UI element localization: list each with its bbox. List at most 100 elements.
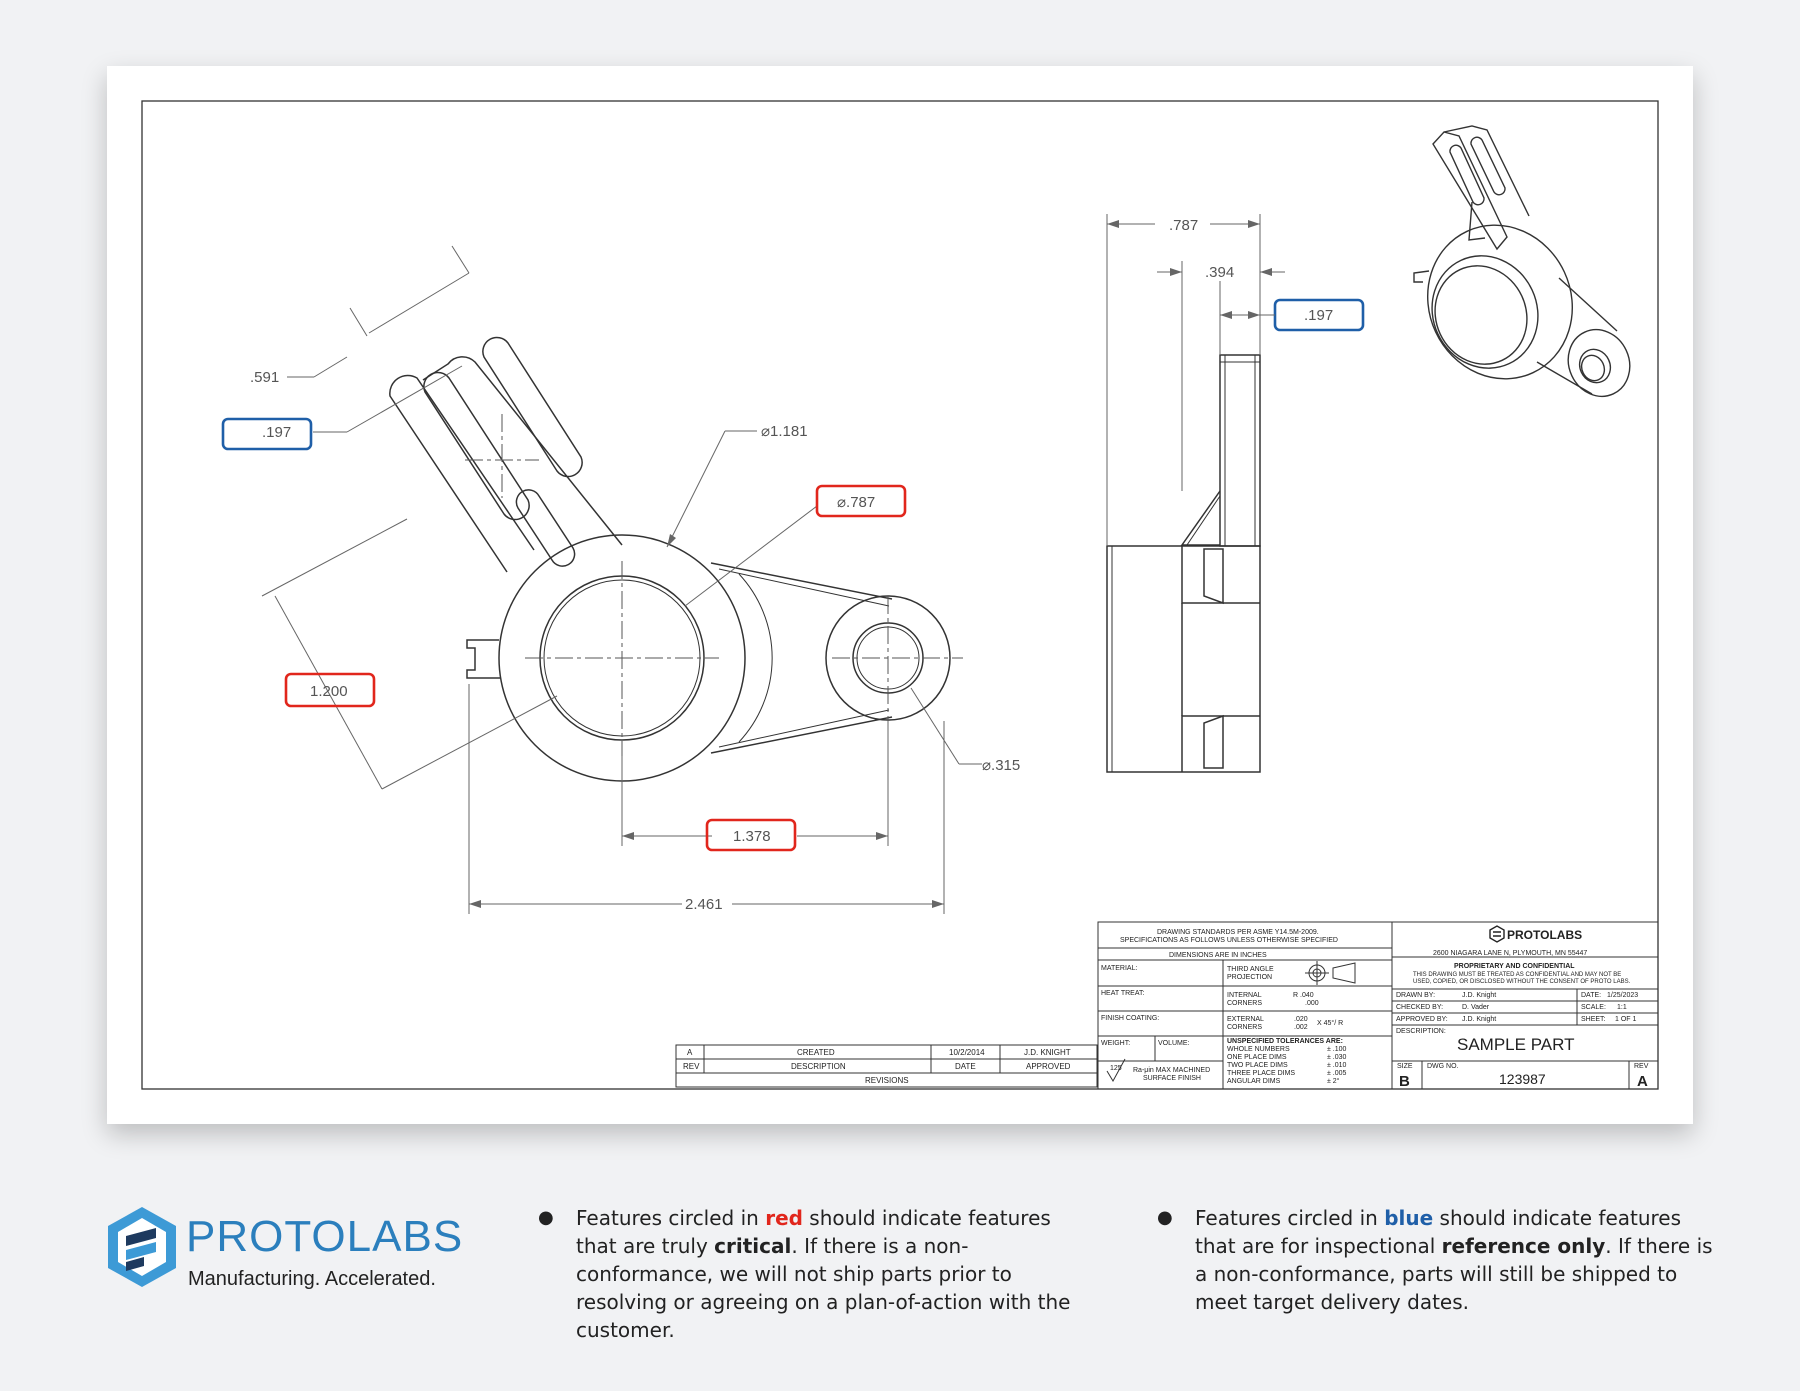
slot-2 [482, 336, 583, 478]
tb-rev-label: REV [1634, 1063, 1649, 1070]
critical-callout-787 [815, 484, 907, 518]
dim-394: .394 [1205, 264, 1234, 281]
tb-weight: WEIGHT: [1101, 1040, 1130, 1047]
tb-internal-val2: .000 [1305, 1000, 1319, 1007]
tb-external-val: .020 [1294, 1016, 1308, 1023]
third-angle-projection-icon [1305, 961, 1356, 985]
logo-name: PROTOLABS [186, 1212, 464, 1261]
tb-approved-by: APPROVED BY: [1396, 1016, 1448, 1023]
side-gusset [1180, 490, 1221, 546]
note-emphasis: critical [714, 1234, 792, 1258]
tb-approved-by-v: J.D. Knight [1462, 1016, 1496, 1023]
dim-787-top: .787 [1169, 217, 1198, 234]
rev-row-approved: J.D. KNIGHT [1024, 1048, 1071, 1057]
tb-dims-inches: DIMENSIONS ARE IN INCHES [1169, 952, 1267, 959]
tb-unspecified: UNSPECIFIED TOLERANCES ARE: [1227, 1038, 1343, 1045]
note-text: should indicate features that are truly [576, 1206, 1051, 1258]
tb-rev-value: A [1637, 1073, 1648, 1090]
note-text: . If there is a non-conformance, we will… [576, 1234, 1071, 1342]
dim-787-dia: ⌀.787 [837, 494, 875, 511]
link-top-inner [718, 568, 890, 607]
rev-hdr-desc: DESCRIPTION [791, 1062, 846, 1071]
tb-tol-one-v: ± .030 [1327, 1054, 1347, 1061]
critical-callout-1200 [284, 672, 376, 708]
note-color-word-red: red [765, 1206, 803, 1230]
side-arm [1219, 354, 1261, 547]
surface-finish-icon [1106, 1058, 1126, 1083]
tb-prop-2: USED, COPIED, OR DISCLOSED WITHOUT THE C… [1413, 979, 1631, 985]
tb-standards-1: DRAWING STANDARDS PER ASME Y14.5M-2009. [1157, 929, 1319, 936]
note-emphasis: reference only [1441, 1234, 1606, 1258]
tb-checked-by-v: D. Vader [1462, 1004, 1490, 1011]
reference-callout-197-left [221, 417, 313, 451]
dimension-lines-side [1106, 214, 1285, 546]
footer: PROTOLABS Manufacturing. Accelerated. ● F… [0, 1190, 1800, 1370]
title-block [1097, 921, 1659, 1090]
tb-date-value: 1/25/2023 [1607, 992, 1638, 999]
tb-internal-1: INTERNAL [1227, 992, 1262, 999]
tb-external-2: CORNERS [1227, 1024, 1262, 1031]
side-hub [1106, 545, 1261, 773]
tb-external-suffix: X 45°/ R [1317, 1019, 1343, 1027]
dim-1181: ⌀1.181 [761, 423, 808, 440]
note-text: should indicate features that are for in… [1195, 1206, 1682, 1258]
rev-row-date: 10/2/2014 [949, 1048, 985, 1057]
tb-finish-coating: FINISH COATING: [1101, 1015, 1159, 1022]
tb-company: PROTOLABS [1507, 928, 1582, 942]
front-view [389, 336, 951, 782]
rev-row-rev: A [687, 1048, 693, 1057]
protolabs-hex-icon [108, 1207, 176, 1287]
tb-dwg-value: 123987 [1499, 1071, 1546, 1087]
tb-finish-1: Ra-μin MAX MACHINED [1133, 1067, 1210, 1074]
tb-size-value: B [1399, 1073, 1410, 1090]
tb-external-val2: .002 [1294, 1024, 1308, 1031]
tb-third-angle-1: THIRD ANGLE [1227, 966, 1274, 973]
centerlines [465, 414, 963, 756]
tb-tol-whole: WHOLE NUMBERS [1227, 1046, 1290, 1053]
tb-internal-2: CORNERS [1227, 1000, 1262, 1007]
note-text: Features circled in [576, 1206, 766, 1230]
key-notch [466, 639, 500, 679]
arrowheads-side [1107, 220, 1272, 319]
tb-drawn-by-v: J.D. Knight [1462, 992, 1496, 999]
note-color-word-blue: blue [1384, 1206, 1434, 1230]
tb-tol-angular-v: ± 2° [1327, 1077, 1340, 1085]
tb-material: MATERIAL: [1101, 965, 1137, 972]
tb-tol-three-v: ± .005 [1327, 1070, 1347, 1077]
dim-591: .591 [250, 369, 279, 386]
tb-dwg-label: DWG NO. [1427, 1063, 1459, 1070]
tb-tol-three: THREE PLACE DIMS [1227, 1070, 1295, 1077]
tb-tol-angular: ANGULAR DIMS [1227, 1078, 1281, 1085]
tb-sheet-label: SHEET: [1581, 1016, 1606, 1023]
arrowheads-front [469, 534, 944, 908]
protolabs-logo: PROTOLABS Manufacturing. Accelerated. [104, 1204, 504, 1304]
dim-197-left: .197 [262, 424, 291, 441]
drawing-sheet: .591 .197 ⌀1.181 ⌀.787 1.200 ⌀.315 1.378… [107, 66, 1693, 1124]
link-top [710, 562, 893, 600]
tb-finish-num: 125 [1110, 1065, 1122, 1072]
tb-scale-value: 1:1 [1617, 1004, 1627, 1011]
dim-197-side: .197 [1304, 307, 1333, 324]
dim-315: ⌀.315 [982, 757, 1020, 774]
bullet-icon: ● [538, 1207, 554, 1228]
tb-scale-label: SCALE: [1581, 1004, 1606, 1011]
rev-hdr-date: DATE [955, 1062, 976, 1071]
tb-description-label: DESCRIPTION: [1396, 1028, 1446, 1035]
tb-tol-whole-v: ± .100 [1327, 1046, 1347, 1053]
arm-outline [389, 374, 535, 573]
tb-tol-one: ONE PLACE DIMS [1227, 1054, 1287, 1061]
dim-2461: 2.461 [685, 896, 723, 913]
tb-finish-2: SURFACE FINISH [1143, 1075, 1201, 1082]
tb-checked-by: CHECKED BY: [1396, 1004, 1443, 1011]
dim-1200: 1.200 [310, 683, 348, 700]
link-bottom [710, 716, 893, 754]
side-view [1106, 354, 1261, 773]
tb-external-1: EXTERNAL [1227, 1016, 1264, 1023]
critical-callout-1378 [705, 818, 797, 852]
rev-row-desc: CREATED [797, 1048, 835, 1057]
tb-proprietary: PROPRIETARY AND CONFIDENTIAL [1454, 963, 1575, 970]
tb-prop-1: THIS DRAWING MUST BE TREATED AS CONFIDEN… [1413, 972, 1621, 978]
revisions-table [675, 1044, 1098, 1088]
tb-tol-two-v: ± .010 [1327, 1062, 1347, 1069]
tb-size-label: SIZE [1397, 1063, 1413, 1070]
